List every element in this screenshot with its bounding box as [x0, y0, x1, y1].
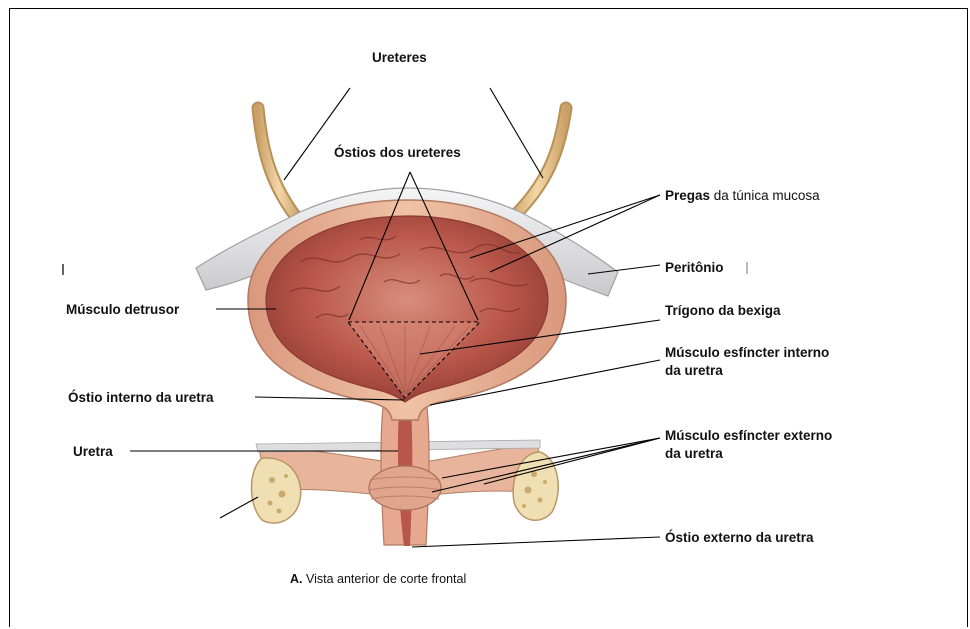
right-ureter	[508, 108, 566, 222]
label-ostio-externo: Óstio externo da uretra	[665, 530, 814, 545]
label-esfincter-interno-1: Músculo esfíncter interno	[665, 345, 829, 360]
label-musculo-detrusor: Músculo detrusor	[66, 302, 180, 317]
label-ureteres: Ureteres	[372, 50, 427, 65]
label-esfincter-externo-1: Músculo esfíncter externo	[665, 428, 832, 443]
label-esfincter-interno-2: da uretra	[665, 363, 723, 378]
label-ostios-ureteres: Óstios dos ureteres	[334, 145, 461, 160]
label-ostio-interno: Óstio interno da uretra	[68, 390, 214, 405]
label-pregas: Pregas da túnica mucosa	[665, 188, 820, 203]
figure-caption: A. Vista anterior de corte frontal	[290, 572, 466, 586]
label-esfincter-externo-2: da uretra	[665, 446, 723, 461]
label-uretra: Uretra	[73, 444, 113, 459]
label-peritonio: Peritônio	[665, 260, 724, 275]
label-trigono: Trígono da bexiga	[665, 303, 781, 318]
